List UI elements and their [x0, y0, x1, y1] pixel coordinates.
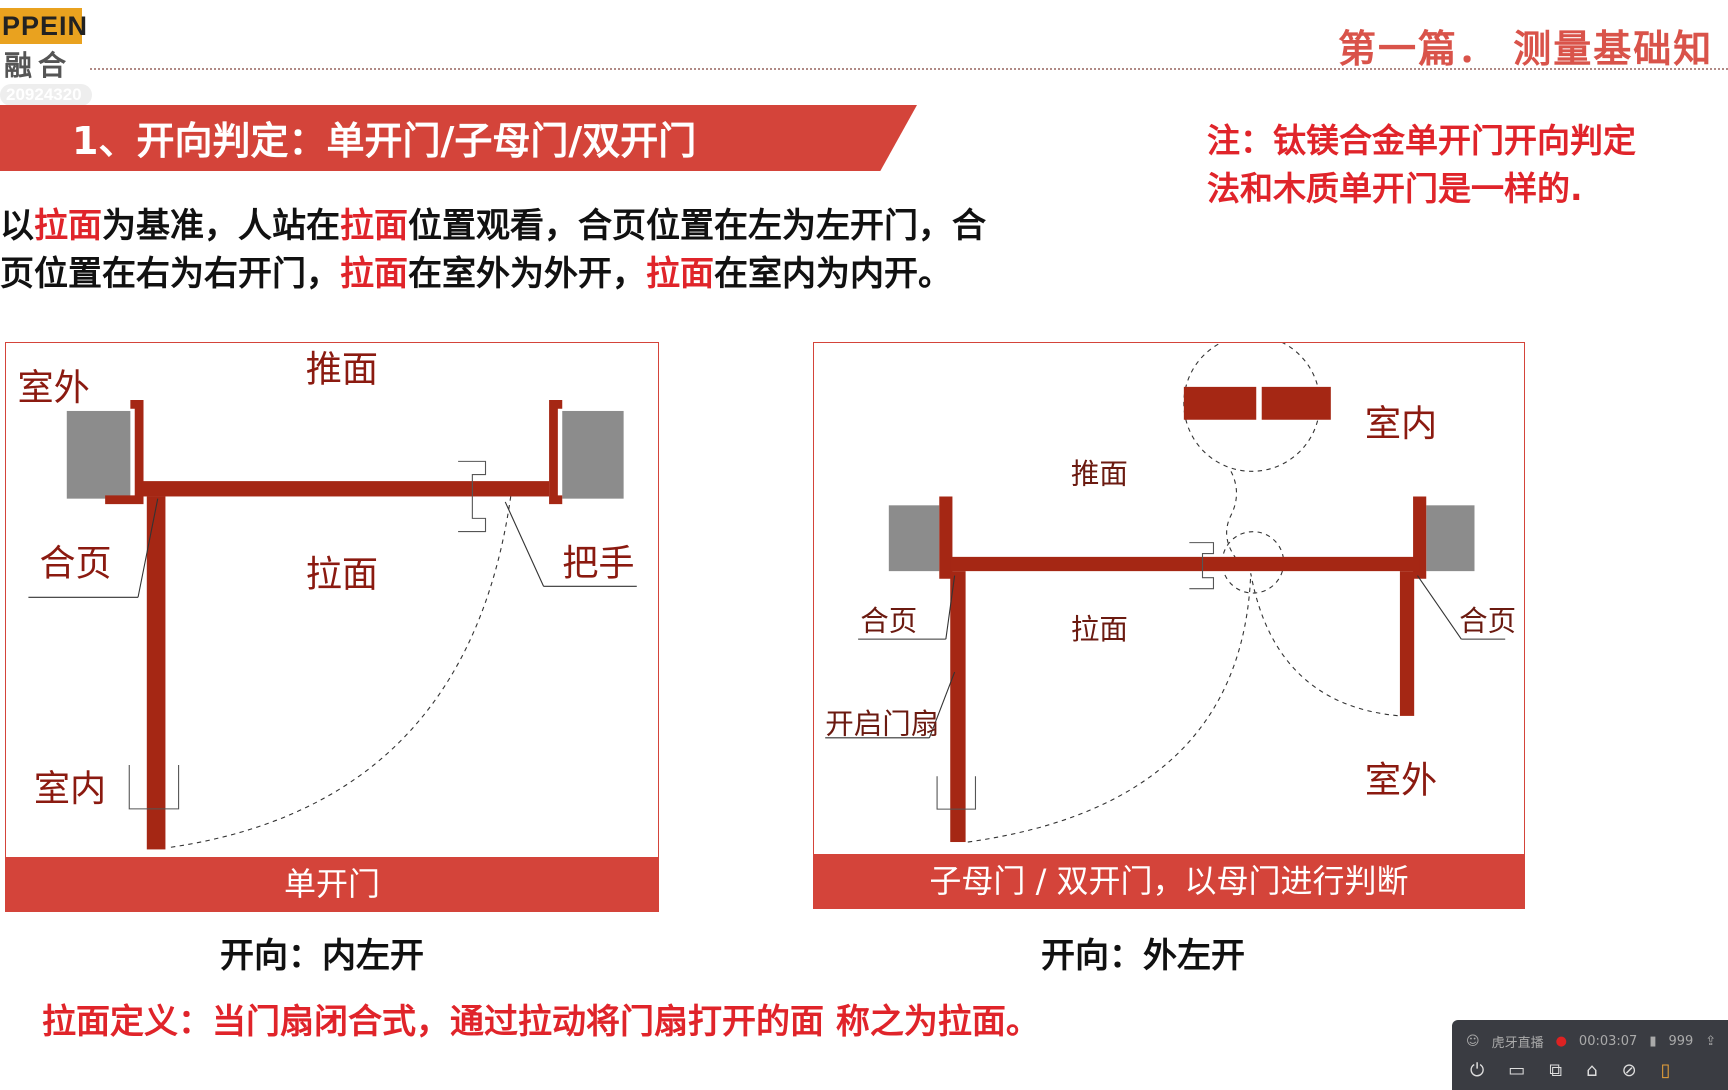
secondary-leaf-open [1399, 571, 1415, 716]
single-door-drawing: 室外 推面 合页 拉面 把手 室内 [17, 347, 637, 850]
right-wall [1426, 505, 1475, 572]
paragraph-line-1: 以拉面为基准，人站在拉面位置观看，合页位置在左为左开门，合 [0, 198, 986, 247]
label-push: 推面 [306, 347, 378, 390]
logo-brand: PPEIN [0, 8, 87, 44]
paragraph-text: 页位置在右为右开门， [0, 254, 340, 294]
live-stream-widget: ☺ 虎牙直播 ● 00:03:07 ▮ 999 ⇪ 0 ⏻ ▭ ⧉ ⌂ ⊘ ▯ [1452, 1020, 1728, 1090]
viewer-count: 999 [1668, 1034, 1694, 1049]
paragraph-text: 位置观看，合页位置在左为左开门，合 [408, 206, 986, 246]
label-inside: 室内 [34, 767, 106, 810]
handle-closed [458, 460, 487, 533]
mic-off-icon[interactable]: ⊘ [1621, 1060, 1637, 1081]
section-title: 1、开向判定：单开门/子母门/双开门 [72, 119, 697, 163]
viewers-icon: ▮ [1649, 1034, 1657, 1049]
gift-icon[interactable]: ⌂ [1586, 1060, 1598, 1081]
paragraph-text: 为基准，人站在 [102, 206, 340, 246]
swing-arcs [967, 573, 1400, 843]
main-leaf-open [950, 571, 966, 843]
door-leaf-closed [141, 481, 550, 497]
swing-arc [170, 496, 512, 848]
header-divider [90, 68, 1728, 70]
platform-name: 虎牙直播 [1491, 1036, 1544, 1051]
door-leaf-open [146, 496, 166, 850]
double-door-caption: 子母门 / 双开门，以母门进行判断 [813, 854, 1525, 909]
handle-open [128, 765, 180, 810]
label-pull: 拉面 [306, 552, 378, 595]
emphasis-text: 拉面 [340, 206, 408, 246]
chat-icon[interactable]: ▭ [1508, 1060, 1526, 1081]
logo-cn: 融合 [4, 49, 73, 82]
cup-icon[interactable]: ▯ [1660, 1060, 1671, 1081]
left-frame [105, 400, 144, 505]
double-door-drawing: 室内 推面 合页 拉面 合页 开启门扇 室外 [825, 334, 1516, 843]
left-wall [888, 505, 940, 572]
recording-dot-icon: ● [1555, 1034, 1567, 1049]
stream-time: 00:03:07 [1578, 1034, 1638, 1049]
label-hinge-right: 合页 [1459, 604, 1516, 637]
emphasis-text: 拉面 [340, 254, 408, 294]
note-line-1: 注：钛镁合金单开门开向判定 [1207, 121, 1636, 160]
label-outside: 室外 [1365, 759, 1437, 802]
label-pull: 拉面 [1071, 613, 1128, 646]
label-push: 推面 [1071, 457, 1128, 490]
pull-face-definition: 拉面定义：当门扇闭合式，通过拉动将门扇打开的面 称之为拉面。 [42, 1002, 1040, 1042]
section-banner [0, 105, 917, 171]
paragraph-text: 以 [0, 206, 34, 246]
screenshot-icon[interactable]: ⧉ [1549, 1060, 1563, 1081]
label-leaf: 开启门扇 [825, 707, 939, 740]
double-door-diagram: 室内 推面 合页 拉面 合页 开启门扇 室外 [813, 334, 1525, 855]
single-door-direction: 开向：内左开 [220, 936, 424, 976]
room-id: 20924320 [0, 84, 92, 106]
door-leaf-closed [950, 556, 1420, 572]
left-wall [66, 410, 131, 499]
power-icon[interactable]: ⏻ [1470, 1060, 1485, 1081]
paragraph-line-2: 页位置在右为右开门，拉面在室外为外开，拉面在室内为内开。 [0, 246, 952, 295]
single-door-caption: 单开门 [5, 857, 659, 912]
emphasis-text: 拉面 [646, 254, 714, 294]
chapter-title: 第一篇． 测量基础知 [1338, 27, 1714, 71]
share-icon: ⇪ [1705, 1034, 1717, 1049]
single-door-diagram: 室外 推面 合页 拉面 把手 室内 [5, 342, 659, 858]
right-wall [562, 410, 624, 499]
note-line-2: 法和木质单开门是一样的. [1207, 169, 1583, 208]
paragraph-text: 在室外为外开， [408, 254, 646, 294]
double-door-direction: 开向：外左开 [1041, 936, 1245, 976]
huya-logo-icon: ☺ [1466, 1034, 1480, 1049]
label-inside: 室内 [1365, 402, 1437, 445]
paragraph-text: 在室内为内开。 [714, 254, 952, 294]
label-hinge: 合页 [39, 541, 111, 584]
label-outside: 室外 [17, 366, 89, 409]
label-hinge-left: 合页 [860, 604, 917, 637]
right-frame [549, 400, 563, 505]
label-handle: 把手 [562, 541, 634, 584]
emphasis-text: 拉面 [34, 206, 102, 246]
